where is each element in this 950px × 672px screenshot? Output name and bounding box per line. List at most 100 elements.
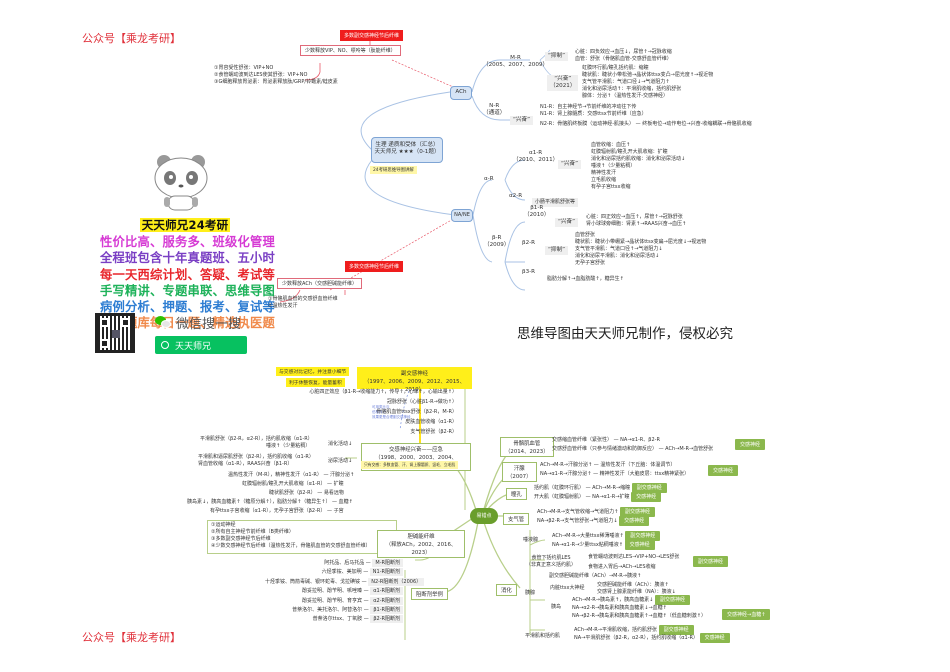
smooth-items: ACh→M-R→平滑肌收缩，括约肌舒张 副交感神经 NA→平滑肌舒张（β2-R，… [574,625,730,643]
item: 括约肌（虹膜环行肌） — ACh→M-R→缩瞳 [534,485,631,491]
glucose-label[interactable]: 血糖↑ [338,499,353,505]
parasym-years: （1997、2006、2009、2012、2015、2019） [364,379,465,393]
blocker-target[interactable]: β2-R阻断剂 [370,615,403,624]
node-key-points[interactable]: 易错点 [470,508,498,524]
node-inhibit[interactable]: “抑制” [545,52,568,61]
node-bronchus[interactable]: 支气管 [503,513,530,525]
node-muscle-vessel[interactable]: 骨骼肌血管 （2014、2023） [500,437,554,457]
les-label: 食管下括约肌LES [531,555,571,561]
pink-notes: ①胃容受性舒张：VIP+NO ②食管蠕动波到达LES使其舒张：VIP+NO ③G… [214,65,338,86]
item: ④少数交感神经节后纤维（温热性发汗，骨骼肌血管的交感舒血管纤维） [211,543,371,549]
item: 腺体：分泌↑（温热性发汗-交感神经） [582,93,668,99]
node-digestion[interactable]: 消化 [496,584,517,596]
node-na[interactable]: NA/NE [451,209,473,222]
smooth-row: NA→平滑肌舒张（β2-R，α2-R），括约肌收缩（α1-R） 交感神经 [574,633,730,643]
vessel-label: 骨骼肌血管 [513,441,541,447]
node-beta[interactable]: β-R （2009） [484,235,509,249]
item: 平滑肌和逼尿肌舒张（β2-R），括约肌收缩（α1-R） [198,454,314,460]
pink-node-sym-cholinergic[interactable]: 少数释放ACh（交感胆碱能纤维） [277,278,362,289]
node-b3[interactable]: β3-R [522,269,536,275]
node-islet[interactable]: 胰岛 [551,604,562,610]
blocker-target[interactable]: α1-R阻断剂 [370,587,403,596]
node-b1[interactable]: β1-R （2010） [524,205,549,219]
node-cholinergic[interactable]: 胆碱能纤维 （释放ACh，2002、2016、2023） [377,530,465,558]
sweat-label[interactable]: 汗腺分泌↑ [330,472,355,478]
blocker-target[interactable]: N2-R阻断剂（2006） [368,577,425,586]
node-vagus[interactable]: 内脏ttsx大神经 [550,585,585,591]
sym-uterus: 有孕ttsx子宫收缩（α1-R），无孕子宫舒张（β2-R） — 子宫 [210,508,344,514]
node-alpha[interactable]: α-R [484,176,494,182]
node-b2-inhibit[interactable]: “抑制” [545,246,568,255]
item: 支气管平滑肌：气道口径↓→气道阻力↑ [582,79,670,85]
node-excite[interactable]: “兴奋” （2021） [547,75,579,91]
saliva-row: NA→α1-R→少量ttsx粘稠唾液↑ 交感神经 [552,540,660,550]
eye-label[interactable]: 易看远物 [323,490,344,496]
wechat-search-label: 微信搜一搜 [176,317,242,332]
blocker-row: 酚妥拉明、酚苄明、育亨宾 — α2-R阻断剂 [265,596,403,606]
center-node[interactable]: 生理 递质和受体（汇总） 天天师兄 ★★★（0-1题） [371,137,443,163]
blocker-drugs: 酚妥拉明、酚苄明、育亨宾 [302,597,363,604]
sweat-label: 汗腺 [513,466,525,472]
nr-sub: （通道） [483,110,506,116]
urine-label[interactable]: 泌尿活动↓ [328,458,353,464]
badge-sympathetic: 交感神经 [631,492,662,502]
node-a2[interactable]: α2-R [509,193,523,199]
item: 血管舒张 [575,232,596,238]
node-blockers[interactable]: 阻断剂举例 [411,588,448,600]
node-mr[interactable]: M-R （2005、2007、2009） [483,55,548,69]
blocker-target[interactable]: M-R阻断剂 [372,559,403,567]
badge-sympathetic: 交感神经 [624,540,655,550]
qr-code-icon[interactable] [95,313,135,353]
node-a1[interactable]: α1-R （2010、2011） [513,150,558,164]
item: ACh→M-R→支气管收缩→气道阻力↑ [537,509,619,515]
item: 虹膜辐射肌/瞳孔开大肌收缩：扩瞳 [591,149,668,155]
cholinergic-list: ①运动神经 ②所有自主神经节前纤维（B类纤维） ③多数副交感神经节后纤维 ④少数… [207,520,397,554]
node-pupil[interactable]: 瞳孔 [506,488,527,500]
node-b1-excite[interactable]: “兴奋” [555,218,578,227]
node-nr[interactable]: N-R （通道） [483,103,505,117]
node-smooth-muscle[interactable]: 平滑肌和括约肌 [525,633,561,639]
badge-sympathetic: 交感神经 [619,516,650,526]
pupil-label[interactable]: 扩瞳 [333,481,344,487]
smooth-row: ACh→M-R→平滑肌收缩，括约肌舒张 副交感神经 [574,625,730,635]
digest-label[interactable]: 消化活动↓ [328,441,353,447]
promo-line: 每一天西综计划、答疑、考试等 [100,267,275,282]
node-pancreas[interactable]: 胰腺 [525,590,536,596]
node-b2[interactable]: β2-R [522,240,536,246]
item: N1-R：肾上腺髓质：交感ttsx节前纤维（应急） [540,111,647,117]
note-line: ①胃容受性舒张：VIP+NO [214,65,274,71]
wechat-search-button[interactable]: 天天师兄 [155,336,247,354]
item: NA→α1-R→少量ttsx粘稠唾液↑ [552,542,623,548]
item: 开大肌（虹膜辐射肌） — NA→α1-R→扩瞳 [534,494,630,500]
blocker-target[interactable]: N1-R阻断剂 [369,568,403,577]
item: 虹膜辐射肌/瞳孔开大肌收缩（α1-R） [242,481,326,487]
node-saliva[interactable]: 唾液腺 [523,537,539,543]
parasym-note-1: 与交感对比记忆，并注意小细节 [276,367,350,376]
node-a1-excite[interactable]: “兴奋” [558,160,581,169]
node-sweat-gland[interactable]: 汗腺 （2007） [502,462,537,482]
badge-parasympathetic: 副交感神经 [619,507,655,517]
bronchus-row: ACh→M-R→支气管收缩→气道阻力↑ 副交感神经 [537,507,655,517]
item: 冠脉舒张（心脏β1-R→做功↑） [386,399,457,405]
blocker-row: 普萘洛尔、美托洛尔、阿替洛尔 — β1-R阻断剂 [265,606,403,615]
node-les[interactable]: 食管下括约肌LES （非真正意义括约肌） [526,555,576,569]
node-ach[interactable]: ACh [450,86,472,100]
uterus-label[interactable]: 子宫 [333,508,344,514]
node-nr-excite[interactable]: “兴奋” [510,116,533,125]
center-line1: 生理 递质和受体（汇总） [375,142,439,148]
node-parasympathetic[interactable]: 副交感神经 （1997、2006、2009、2012、2015、2019） [357,367,472,393]
blocker-target[interactable]: β1-R阻断剂 [370,606,403,615]
red-node-parasym-postganglionic[interactable]: 多数副交感神经节后纤维 [340,30,404,41]
center-note: 24考研思维导图讲解 [370,166,417,174]
badge-parasympathetic: 副交感神经 [631,483,667,493]
les-items: 食管蠕动波到达LES→VIP+NO→LES舒张 食物进入胃后→ACh→LES收缩 [588,554,679,571]
blocker-target[interactable]: α2-R阻断剂 [370,596,403,605]
blocker-drugs: 十烃季铵、筒箭毒碱、银环蛇毒、戈拉碘铵 [265,578,361,585]
promo-title: 天天师兄24考研 [139,218,231,232]
pink-node-peptidergic[interactable]: 少数释放VIP、NO、嘌呤等（肽能纤维） [300,45,401,56]
b3-item: 脂肪分解↑→血脂肪酸↑，糖异生↑ [547,276,624,282]
item: 心脏四正效应（β1-R→收缩能力↑，传导↑，心率↑，心输出量↑） [309,389,457,395]
sym-eye: 睫状肌舒张（β2-R） — 易看远物 [269,490,344,496]
blocker-row: 十烃季铵、筒箭毒碱、银环蛇毒、戈拉碘铵 — N2-R阻断剂（2006） [265,577,425,587]
red-node-sym-postganglionic[interactable]: 多数交感神经节后纤维 [345,261,404,272]
